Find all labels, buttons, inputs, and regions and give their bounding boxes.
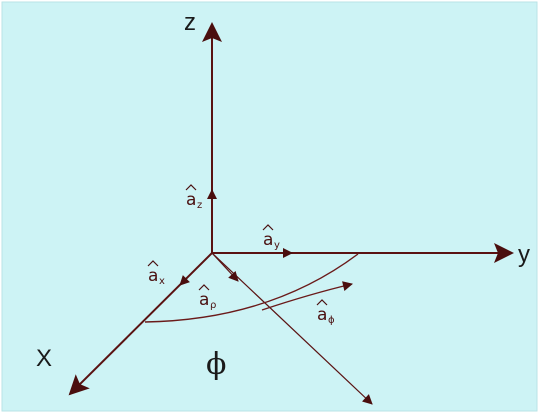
unit-vector-aphi: a ϕ: [316, 299, 335, 326]
unit-vector-az: a z: [185, 184, 202, 211]
unit-vector-arho: a ρ: [198, 284, 216, 311]
svg-text:a: a: [317, 305, 327, 325]
unit-vector-ax: a x: [147, 260, 165, 287]
y-axis-label: y: [518, 241, 530, 268]
phi-arc-outer: [144, 253, 359, 323]
phi-symbol: ϕ: [206, 347, 226, 382]
a-x-arrow: [179, 252, 213, 286]
a-phi-arrow: [261, 281, 353, 311]
z-axis-label: z: [184, 9, 196, 36]
svg-text:x: x: [159, 276, 165, 287]
svg-text:a: a: [148, 266, 158, 286]
a-rho-arrow: [211, 252, 239, 282]
unit-vector-ay: a y: [262, 224, 280, 251]
svg-text:ϕ: ϕ: [328, 315, 335, 326]
svg-text:a: a: [186, 190, 196, 210]
svg-text:a: a: [199, 290, 209, 310]
svg-text:a: a: [263, 230, 273, 250]
x-axis-label: X: [36, 345, 52, 372]
svg-text:ρ: ρ: [210, 300, 216, 311]
svg-text:y: y: [274, 240, 280, 251]
svg-text:z: z: [197, 200, 202, 211]
